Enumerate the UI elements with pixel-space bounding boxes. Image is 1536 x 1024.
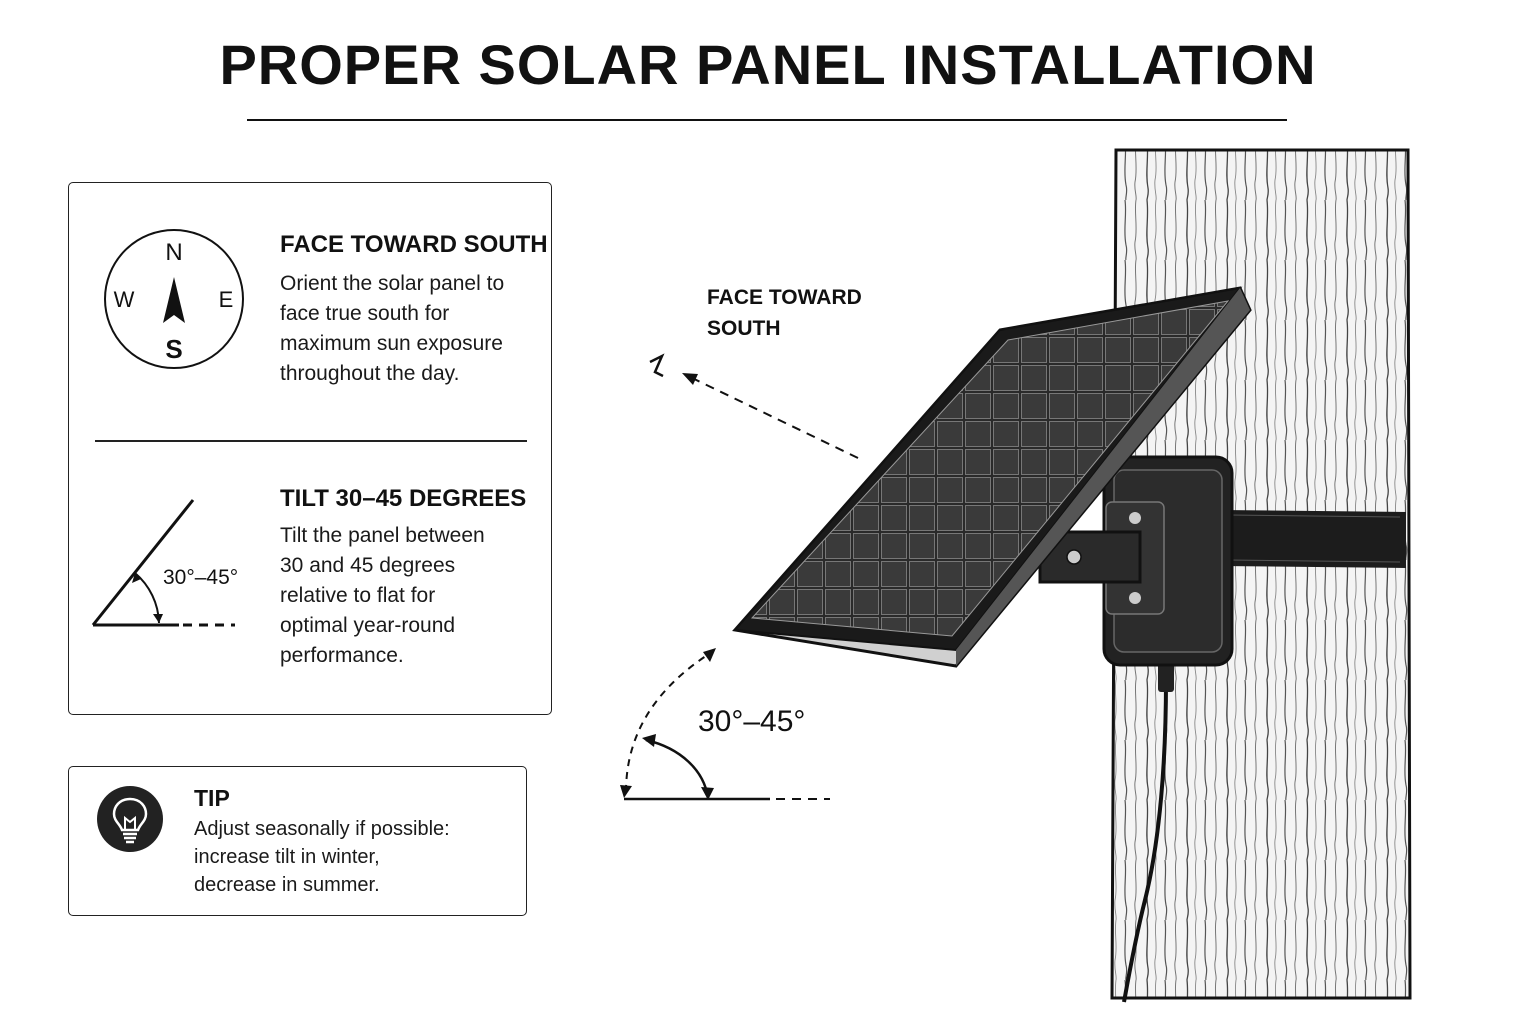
orientation-heading: FACE TOWARD SOUTH	[280, 231, 548, 258]
lightbulb-icon	[96, 785, 164, 858]
title-divider	[247, 119, 1287, 121]
installation-illustration	[600, 140, 1460, 1015]
instructions-card: N S W E FACE TOWARD SOUTH Orient the sol…	[68, 182, 552, 715]
compass-w: W	[114, 287, 135, 312]
page-title: PROPER SOLAR PANEL INSTALLATION	[219, 33, 1317, 96]
tilt-angle-indicator	[620, 648, 830, 801]
illustration-angle-label: 30°–45°	[698, 705, 806, 738]
tip-card: TIP Adjust seasonally if possible: incre…	[68, 766, 527, 916]
tilt-angle-label: 30°–45°	[163, 566, 239, 589]
compass-s: S	[165, 334, 182, 364]
direction-label: FACE TOWARD SOUTH	[707, 286, 862, 340]
tilt-heading: TILT 30–45 DEGREES	[280, 485, 527, 512]
solar-panel	[732, 286, 1252, 668]
compass-e: E	[219, 287, 234, 312]
compass-icon: N S W E	[102, 227, 247, 377]
tilt-body: Tilt the panel between 30 and 45 degrees…	[280, 524, 485, 667]
power-cable	[1122, 679, 1168, 1003]
angle-icon	[89, 495, 249, 640]
mounting-strap	[1220, 510, 1406, 568]
section-divider	[95, 440, 527, 442]
tip-body: Adjust seasonally if possible: increase …	[194, 818, 450, 896]
mounting-bracket	[1038, 455, 1234, 667]
compass-n: N	[165, 239, 182, 266]
tip-heading: TIP	[194, 785, 230, 811]
cable-gland	[1158, 662, 1174, 692]
orientation-body: Orient the solar panel to face true sout…	[280, 272, 505, 385]
direction-arrow	[649, 353, 859, 459]
